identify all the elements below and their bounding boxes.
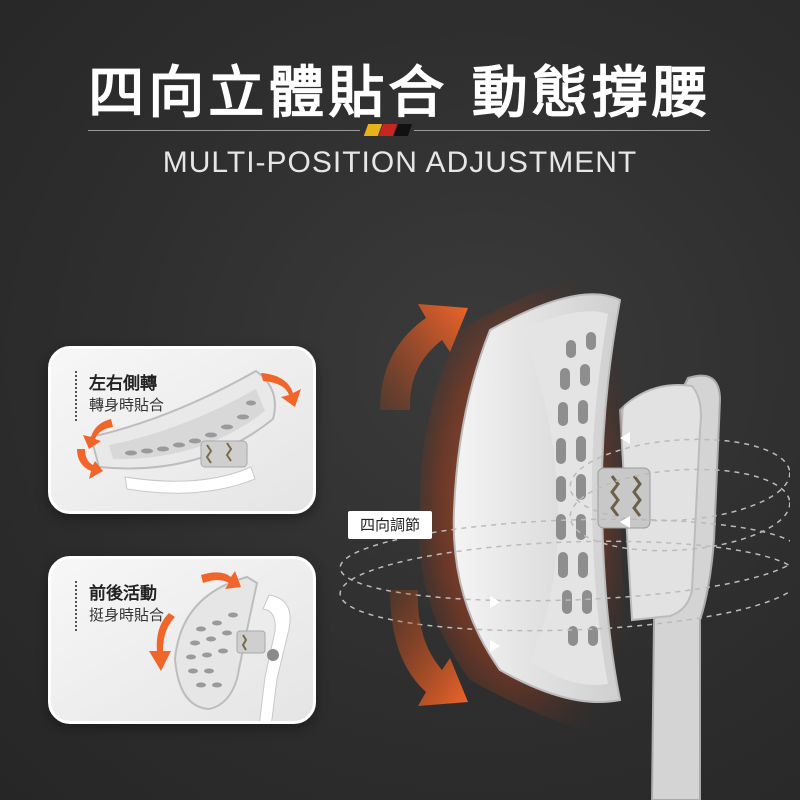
four-way-adjust-badge: 四向調節: [348, 511, 432, 539]
feature-card-tilt: 前後活動 挺身時貼合: [48, 556, 316, 724]
page-subtitle: MULTI-POSITION ADJUSTMENT: [162, 146, 638, 179]
card-subtitle: 轉身時貼合: [89, 396, 165, 414]
card-subtitle: 挺身時貼合: [89, 606, 165, 624]
divider-left: [88, 130, 360, 131]
card-divider: [75, 371, 77, 421]
page-title: 四向立體貼合 動態撐腰: [88, 61, 712, 126]
lumbar-support-illustration: [339, 275, 790, 800]
color-swatches: [363, 124, 413, 136]
card-title: 左右側轉: [89, 374, 157, 394]
divider-right: [414, 130, 710, 131]
tilt-illustration: [51, 559, 313, 721]
card-divider: [75, 581, 77, 631]
swatch-black: [393, 124, 413, 136]
feature-card-rotate: 左右側轉 轉身時貼合: [48, 346, 316, 514]
rotate-illustration: [51, 349, 313, 511]
card-title: 前後活動: [89, 584, 157, 604]
